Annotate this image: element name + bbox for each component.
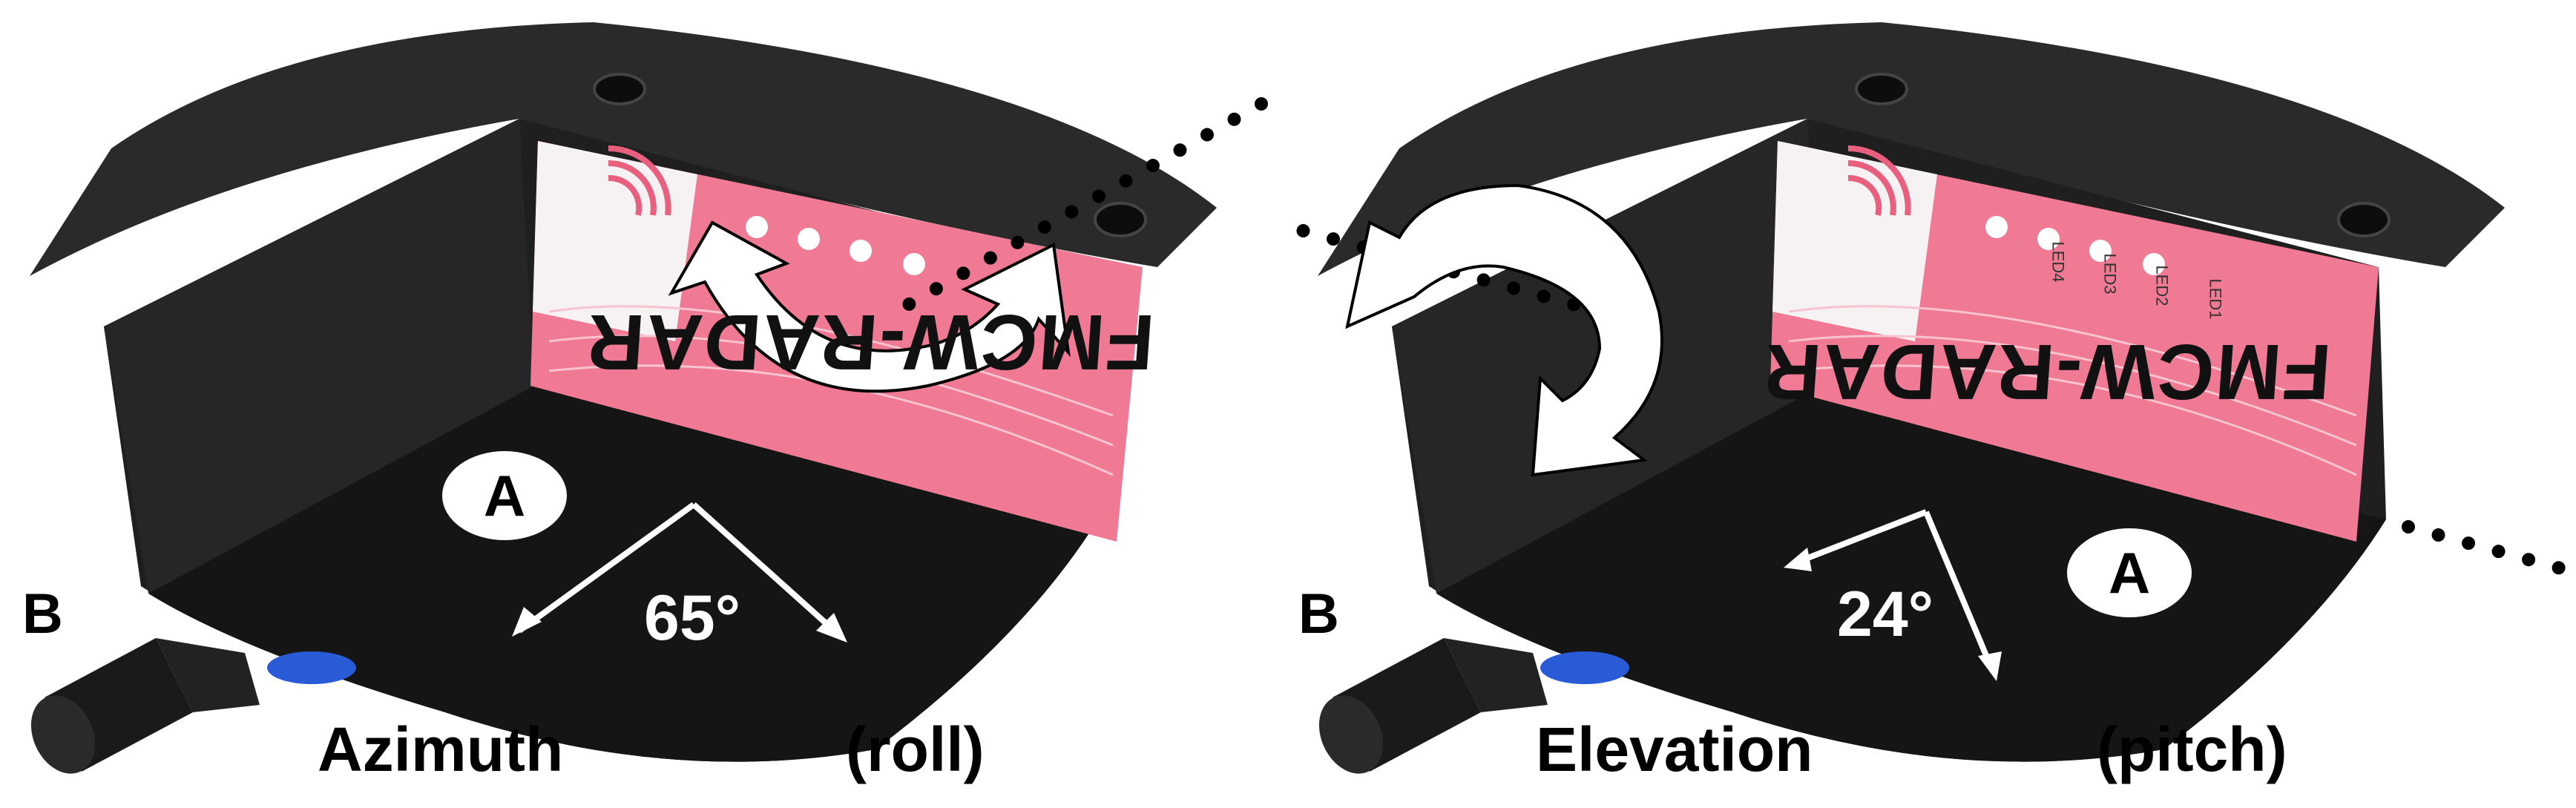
screw-hole [1855, 73, 1908, 105]
marker-b: B [1298, 582, 1339, 646]
led-light [746, 216, 768, 238]
mounting-plate [30, 22, 1217, 276]
angle-arrow-left [517, 502, 696, 634]
rotation-axis [1288, 220, 1606, 318]
led-light [2089, 240, 2112, 262]
rotation-caption: (pitch) [2097, 715, 2287, 784]
angle-arrow-right [1923, 510, 1996, 673]
screw-hole [1094, 202, 1147, 237]
wave-logo-icon [608, 174, 643, 216]
device-model-label: FMCW-RADAR [582, 298, 1157, 386]
marker-a: A [2067, 528, 2192, 617]
housing-bottom [148, 386, 1098, 762]
housing-side [104, 119, 534, 594]
rotation-caption: (roll) [846, 715, 985, 784]
angle-arrow-right [691, 502, 841, 637]
angle-value: 24° [1837, 579, 1934, 650]
angle-arrow-left [1791, 509, 1928, 567]
led-light [2143, 253, 2165, 275]
wave-logo-icon [1847, 174, 1882, 216]
marker-b: B [22, 582, 63, 646]
led-light [1985, 216, 2008, 238]
screw-hole [2337, 202, 2391, 237]
elevation-panel: FMCW-RADAR LED4 LED3 LED2 LED1 A B 24° E… [1288, 0, 2576, 808]
mounting-plate [1318, 22, 2505, 276]
label-white-area [1772, 141, 1937, 341]
rotation-arrow-icon [1345, 183, 1663, 477]
led-light [903, 253, 925, 275]
label-white-area [533, 141, 697, 341]
device-model-label: FMCW-RADAR [1759, 328, 2334, 416]
azimuth-panel: FMCW-RADAR A B 65° Azimuth (roll) [22, 22, 1268, 784]
led-label: LED3 [2100, 253, 2120, 295]
led-light [2037, 228, 2060, 250]
led-label: LED4 [2048, 241, 2068, 283]
radar-device-drawing [30, 22, 1268, 774]
axis-caption: Azimuth [318, 715, 564, 784]
led-label: LED1 [2206, 278, 2225, 320]
led-light [850, 240, 872, 262]
axis-caption: Elevation [1536, 715, 1813, 784]
rotation-arrow-icon [668, 220, 1071, 393]
angle-value: 65° [644, 582, 741, 654]
led-label: LED2 [2152, 265, 2172, 306]
marker-a: A [442, 451, 567, 540]
connector-blue-ring [267, 651, 356, 684]
connector-blue-ring [1540, 651, 1629, 684]
rotation-axis [876, 97, 1268, 326]
led-light [798, 228, 820, 250]
screw-hole [593, 73, 646, 105]
